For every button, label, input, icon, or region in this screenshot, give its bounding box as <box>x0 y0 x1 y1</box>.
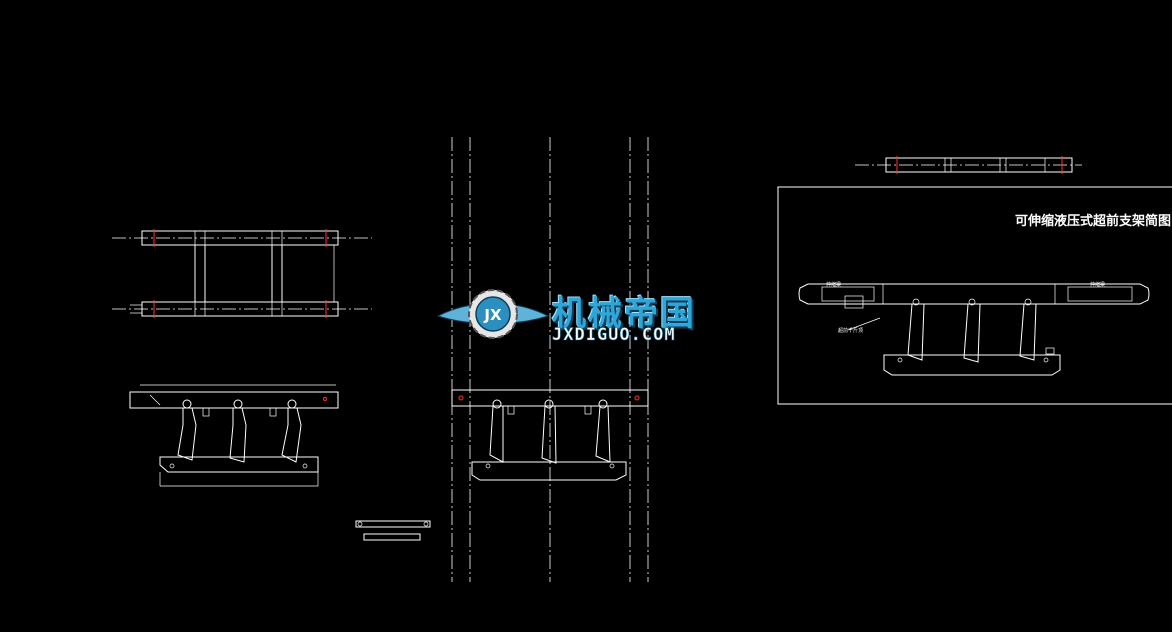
plan-strip-right <box>855 156 1082 174</box>
plan-view-left <box>112 229 372 318</box>
side-view-left <box>129 384 339 487</box>
left-cylinder-label: 伸缩梁 <box>826 282 842 288</box>
center-view <box>451 137 649 582</box>
schematic-box <box>777 186 1172 405</box>
watermark-en: JXDIGUO.COM <box>552 325 676 346</box>
svg-text:JX: JX <box>483 306 502 324</box>
watermark-logo-graphic: JX <box>436 289 550 339</box>
small-detail <box>355 520 431 541</box>
right-cylinder-label: 伸缩梁 <box>1090 282 1106 288</box>
drawing-title: 可伸缩液压式超前支架简图 <box>1014 214 1171 229</box>
watermark-cn: 机械帝国 <box>552 294 696 334</box>
bottom-note-label: 超前千斤顶 <box>838 328 864 334</box>
